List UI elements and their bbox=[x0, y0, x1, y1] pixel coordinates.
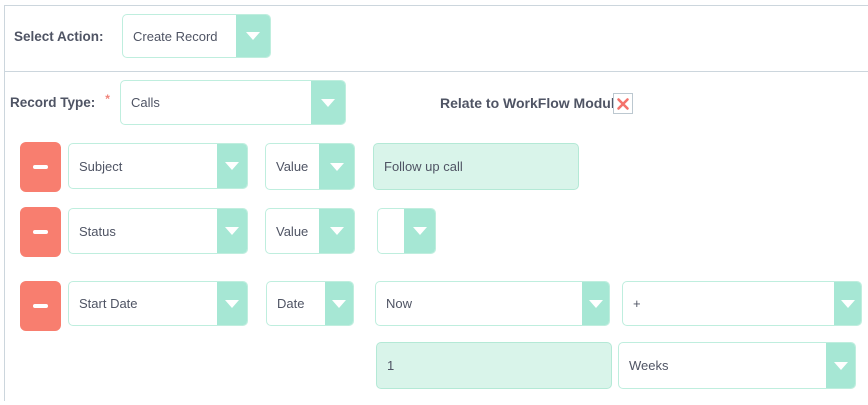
chevron-down-icon bbox=[217, 144, 247, 188]
field-select-value: Subject bbox=[79, 158, 123, 174]
select-action-label: Select Action: bbox=[14, 28, 104, 44]
chevron-down-icon bbox=[236, 15, 270, 57]
action-select-value: Create Record bbox=[133, 28, 218, 44]
field-select[interactable]: Start Date bbox=[68, 281, 248, 326]
minus-icon bbox=[33, 165, 48, 169]
date-operator-select-value: + bbox=[633, 296, 641, 311]
relate-to-workflow-label: Relate to WorkFlow Module: bbox=[440, 94, 628, 111]
date-offset-unit-select[interactable]: Weeks bbox=[618, 342, 856, 389]
field-select[interactable]: Subject bbox=[68, 143, 248, 189]
section-divider bbox=[4, 71, 868, 72]
field-select-value: Start Date bbox=[79, 296, 138, 311]
value-type-select-value: Date bbox=[277, 296, 305, 311]
value-type-select-value: Value bbox=[276, 159, 309, 174]
date-offset-amount-input[interactable]: 1 bbox=[376, 342, 612, 389]
field-select[interactable]: Status bbox=[68, 208, 248, 254]
date-base-select[interactable]: Now bbox=[375, 281, 610, 326]
chevron-down-icon bbox=[217, 209, 247, 253]
value-type-select[interactable]: Value bbox=[265, 208, 355, 254]
field-select-value: Status bbox=[79, 223, 116, 239]
date-offset-unit-value: Weeks bbox=[629, 358, 669, 373]
chevron-down-icon bbox=[325, 282, 353, 325]
minus-icon bbox=[33, 304, 48, 308]
panel-border-left bbox=[4, 5, 5, 401]
chevron-down-icon bbox=[582, 282, 609, 325]
minus-icon bbox=[33, 230, 48, 234]
relate-toggle-checkbox[interactable] bbox=[613, 93, 633, 114]
value-type-select[interactable]: Date bbox=[266, 281, 354, 326]
status-value-select[interactable] bbox=[377, 208, 436, 254]
chevron-down-icon bbox=[319, 209, 354, 253]
date-operator-select[interactable]: + bbox=[622, 281, 862, 326]
record-type-label: Record Type: * bbox=[10, 80, 110, 125]
record-type-select-value: Calls bbox=[131, 95, 160, 110]
remove-row-button[interactable] bbox=[20, 207, 61, 257]
record-type-label-text: Record Type: bbox=[10, 95, 96, 110]
value-type-select[interactable]: Value bbox=[265, 143, 355, 190]
chevron-down-icon bbox=[834, 282, 861, 325]
x-cross-icon bbox=[617, 97, 629, 110]
remove-row-button[interactable] bbox=[20, 142, 61, 192]
status-value-select-value bbox=[378, 209, 404, 253]
chevron-down-icon bbox=[217, 282, 247, 325]
chevron-down-icon bbox=[404, 209, 435, 253]
remove-row-button[interactable] bbox=[20, 281, 61, 331]
field-value-input[interactable]: Follow up call bbox=[373, 143, 579, 190]
chevron-down-icon bbox=[311, 81, 345, 124]
action-select[interactable]: Create Record bbox=[122, 14, 271, 58]
chevron-down-icon bbox=[319, 144, 354, 189]
required-asterisk: * bbox=[105, 91, 110, 106]
value-type-select-value: Value bbox=[276, 223, 309, 239]
date-base-select-value: Now bbox=[386, 296, 413, 311]
panel-border-top bbox=[4, 5, 868, 6]
record-type-select[interactable]: Calls bbox=[120, 80, 346, 125]
chevron-down-icon bbox=[826, 343, 855, 388]
